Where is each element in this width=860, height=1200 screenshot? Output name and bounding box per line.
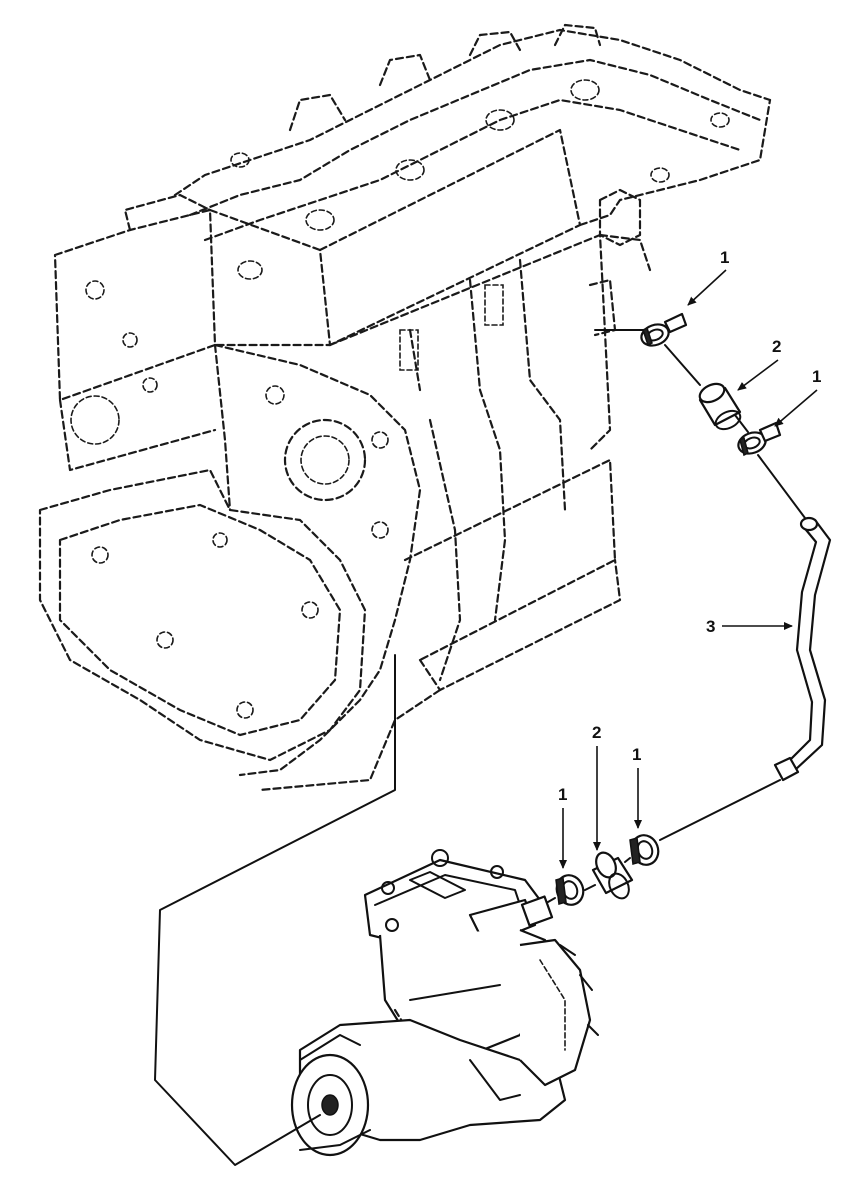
callout-label: 2 (772, 337, 781, 356)
clamp-lower-a (555, 874, 585, 906)
callout-label: 3 (706, 617, 715, 636)
hose-lower (591, 851, 634, 900)
callout-hose-upper: 2 (737, 337, 781, 391)
callout-clamp-upper-a: 1 (687, 248, 729, 306)
clamp-upper-b (737, 421, 782, 457)
callout-tube: 3 (706, 617, 793, 636)
tube-assembly (154, 329, 832, 1166)
callout-label: 1 (558, 785, 567, 804)
callout-label: 1 (632, 745, 641, 764)
callout-label: 2 (592, 723, 601, 742)
callout-clamp-upper-b: 1 (774, 367, 821, 427)
callout-clamp-lower-a: 1 (558, 785, 567, 869)
callout-label: 1 (812, 367, 821, 386)
hose-upper (698, 382, 742, 431)
clamp-lower-b (629, 834, 660, 866)
engine-block-phantom (38, 23, 772, 792)
callout-label: 1 (720, 248, 729, 267)
callout-hose-lower: 2 (592, 723, 601, 851)
callout-clamp-lower-b: 1 (632, 745, 642, 829)
clamp-upper-a (640, 312, 688, 347)
air-compressor (290, 849, 599, 1157)
